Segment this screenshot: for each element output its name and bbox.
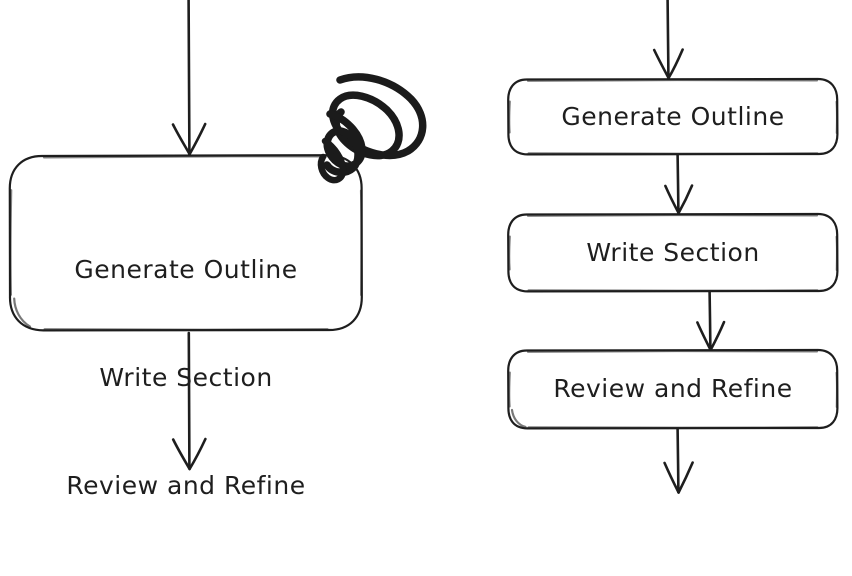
node-review-refine-shape[interactable] [507,348,839,430]
right-incoming-arrow [652,0,684,80]
node-write-section-shape[interactable] [507,212,839,293]
connector-generate-to-write [664,153,694,215]
node-generate-outline-shape[interactable] [507,77,839,156]
connector-write-to-review [696,290,726,352]
left-incoming-arrow [171,0,207,156]
merged-node-shape[interactable] [8,154,363,332]
sketch-layer [8,0,839,494]
diagram-canvas: Generate Outline Write Section Review an… [8,0,839,500]
left-outgoing-arrow [171,331,207,471]
scribble-annotation [317,73,427,184]
right-outgoing-arrow [663,427,694,494]
